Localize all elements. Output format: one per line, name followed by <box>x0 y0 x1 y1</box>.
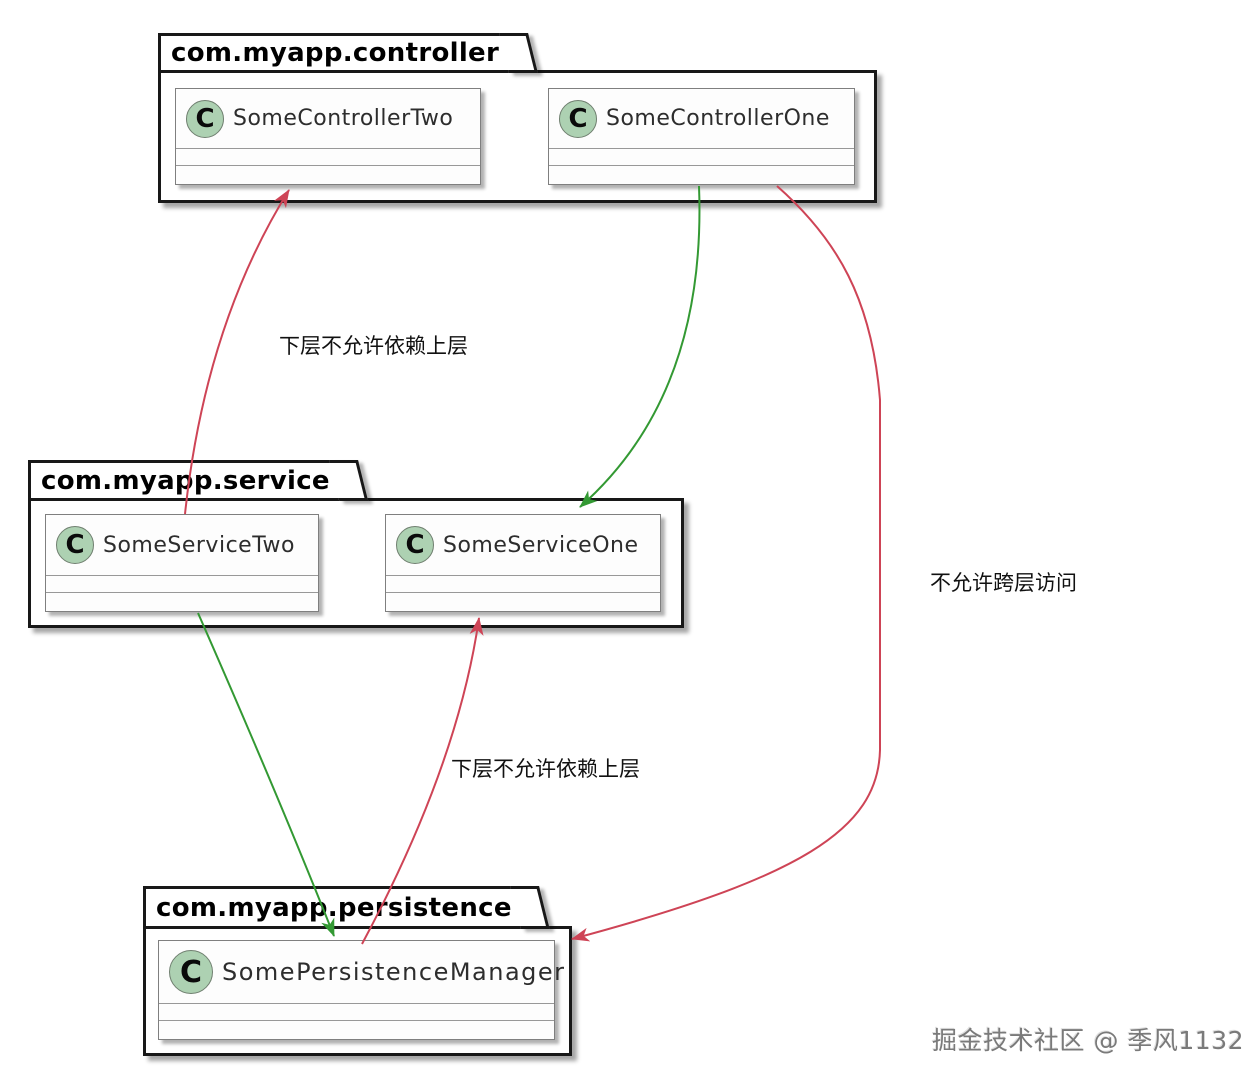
methods-compartment <box>549 165 854 184</box>
fields-compartment <box>159 1003 554 1020</box>
class-icon: C <box>559 99 597 138</box>
class-icon: C <box>56 526 94 564</box>
class-title-row: C SomePersistenceManager <box>159 941 564 1003</box>
class-title-row: C SomeControllerOne <box>549 89 854 148</box>
package-tab-slant <box>499 33 538 73</box>
methods-compartment <box>386 592 660 611</box>
class-name: SomeControllerTwo <box>233 106 454 131</box>
edge-controller-one-to-service-one <box>579 185 701 508</box>
class-name: SomeControllerOne <box>606 106 830 131</box>
package-controller-title: com.myapp.controller <box>171 38 500 68</box>
watermark-text: 掘金技术社区 @ 季风1132 <box>932 1026 1245 1055</box>
package-persistence-title: com.myapp.persistence <box>156 892 512 923</box>
package-controller-tab: com.myapp.controller <box>158 33 538 73</box>
class-name: SomeServiceTwo <box>103 532 295 558</box>
class-icon: C <box>169 950 213 994</box>
class-title-row: C SomeControllerTwo <box>176 89 480 148</box>
edge-label-no-upward-dependency-top: 下层不允许依赖上层 <box>279 334 468 358</box>
package-tab-slant <box>329 460 369 501</box>
class-icon: C <box>186 99 224 138</box>
edge-label-no-cross-layer-access: 不允许跨层访问 <box>930 571 1077 595</box>
package-service-title: com.myapp.service <box>41 465 330 496</box>
fields-compartment <box>46 575 318 592</box>
package-service-tab: com.myapp.service <box>28 460 369 501</box>
methods-compartment <box>159 1020 554 1039</box>
class-some-controller-one: C SomeControllerOne <box>548 88 855 185</box>
class-some-persistence-manager: C SomePersistenceManager <box>158 940 564 1040</box>
class-some-service-one: C SomeServiceOne <box>385 514 661 612</box>
class-name: SomeServiceOne <box>443 532 639 558</box>
edge-label-no-upward-dependency-bottom: 下层不允许依赖上层 <box>451 757 640 781</box>
fields-compartment <box>176 148 480 165</box>
package-tab-slant <box>510 886 550 929</box>
class-title-row: C SomeServiceTwo <box>46 515 318 575</box>
class-icon: C <box>396 526 434 564</box>
methods-compartment <box>46 592 318 611</box>
class-name: SomePersistenceManager <box>222 958 566 986</box>
package-persistence-tab: com.myapp.persistence <box>143 886 550 929</box>
class-some-controller-two: C SomeControllerTwo <box>175 88 481 185</box>
methods-compartment <box>176 165 480 184</box>
class-title-row: C SomeServiceOne <box>386 515 660 575</box>
fields-compartment <box>386 575 660 592</box>
fields-compartment <box>549 148 854 165</box>
class-some-service-two: C SomeServiceTwo <box>45 514 319 612</box>
